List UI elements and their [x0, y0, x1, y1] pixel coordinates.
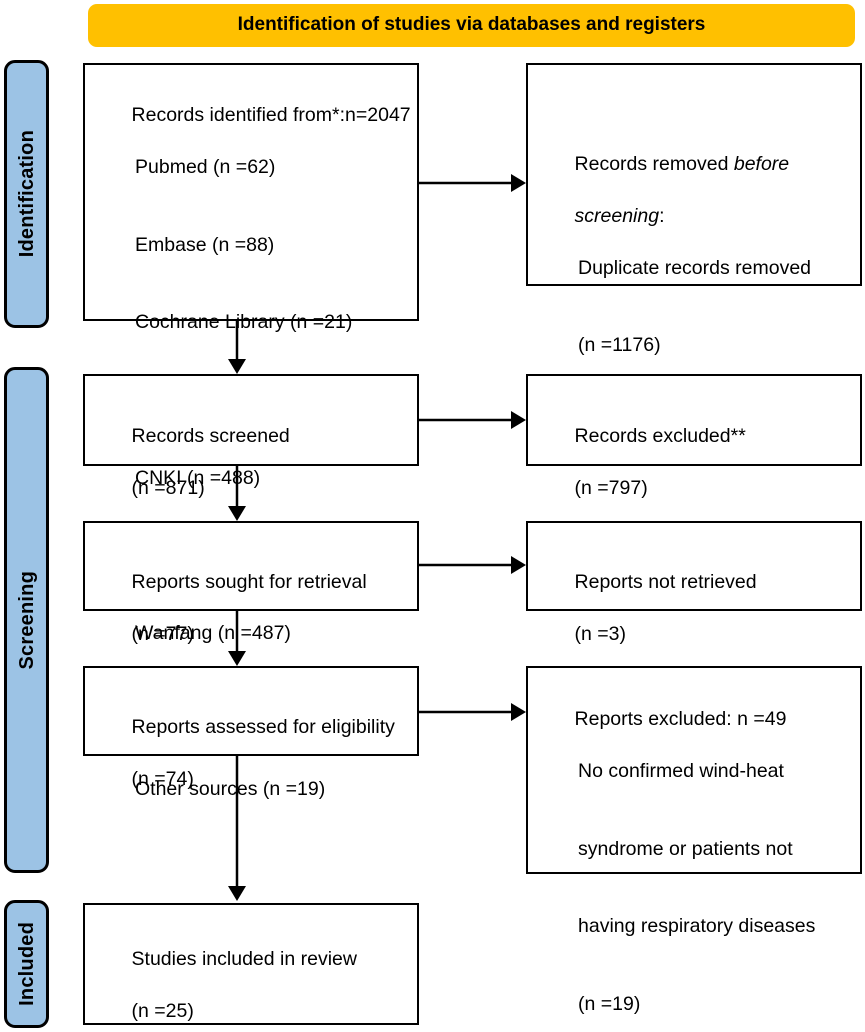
source-cnki: CNKI (n =488)	[135, 466, 261, 489]
records-removed-line1-normal: Records removed	[574, 152, 734, 175]
studies-included-label: Studies included in review	[131, 947, 357, 970]
box-records-screened: Records screened (n =871)	[83, 374, 419, 499]
records-removed-line1-italic: before	[733, 152, 790, 175]
box-records-screened-text: Records screened (n =871)	[99, 398, 417, 528]
box-records-excluded-text: Records excluded** (n =797)	[542, 398, 860, 528]
studies-included-count: (n =25)	[131, 999, 194, 1022]
header-banner: Identification of studies via databases …	[88, 4, 855, 47]
source-pubmed: Pubmed (n =62)	[135, 155, 276, 178]
source-other: Other sources (n =19)	[135, 777, 326, 800]
phase-label-identification: Identification	[15, 130, 38, 258]
box-reports-excluded-reasons: Reports excluded: n =49 No confirmed win…	[526, 666, 862, 1015]
records-screened-label: Records screened	[131, 424, 290, 447]
header-banner-title: Identification of studies via databases …	[237, 14, 706, 36]
source-wanfang: Wanfang (n =487)	[135, 622, 291, 645]
records-screened-count: (n =871)	[131, 476, 205, 499]
arrow-screened-to-sought	[224, 466, 250, 523]
records-excluded-count: (n =797)	[574, 476, 648, 499]
records-removed-line2-italic: screening	[574, 204, 660, 227]
phase-bar-included: Included	[4, 900, 49, 1028]
box-records-excluded: Records excluded** (n =797)	[526, 374, 862, 499]
box-reports-assessed-for-eligibility: Reports assessed for eligibility (n =74)	[83, 666, 419, 790]
records-identified-heading: Records identified from*:n=2047	[131, 103, 411, 126]
phase-label-screening: Screening	[15, 570, 38, 670]
phase-label-included: Included	[15, 922, 38, 1006]
reports-sought-label: Reports sought for retrieval	[131, 570, 367, 593]
records-excluded-label: Records excluded**	[574, 424, 746, 447]
reason-wind-heat-line1: No confirmed wind-heat	[578, 759, 784, 782]
duplicate-records-count: (n =1176)	[578, 334, 661, 357]
reports-not-retrieved-label: Reports not retrieved	[574, 570, 757, 593]
arrow-assessed-to-excluded	[419, 699, 529, 725]
box-reports-sought-for-retrieval: Reports sought for retrieval (n =77)	[83, 521, 419, 645]
box-reports-assessed-text: Reports assessed for eligibility (n =74)	[99, 689, 417, 819]
phase-bar-screening: Screening	[4, 367, 49, 873]
reason-wind-heat-count: (n =19)	[578, 993, 641, 1016]
box-reports-sought-text: Reports sought for retrieval (n =77)	[99, 544, 417, 674]
box-studies-included-text: Studies included in review (n =25) Repor…	[99, 921, 417, 1032]
arrow-screened-to-excluded	[419, 407, 529, 433]
box-reports-excluded-reasons-text: Reports excluded: n =49 No confirmed win…	[542, 681, 860, 1032]
reason-wind-heat-line3: having respiratory diseases	[578, 915, 816, 938]
reports-assessed-count: (n =74)	[131, 767, 194, 790]
arrow-identified-to-screened	[224, 321, 250, 376]
reports-sought-count: (n =77)	[131, 622, 194, 645]
box-records-removed-before-screening: Records removed before screening: Duplic…	[526, 63, 862, 356]
arrow-sought-to-assessed	[224, 611, 250, 668]
box-records-removed-text: Records removed before screening: Duplic…	[542, 126, 860, 411]
reports-assessed-label: Reports assessed for eligibility	[131, 715, 395, 738]
reports-excluded-heading: Reports excluded: n =49	[574, 707, 787, 730]
box-reports-not-retrieved: Reports not retrieved (n =3)	[526, 521, 862, 645]
arrow-sought-to-not-retrieved	[419, 552, 529, 578]
reports-not-retrieved-count: (n =3)	[574, 622, 626, 645]
reason-wind-heat-line2: syndrome or patients not	[578, 837, 793, 860]
arrow-assessed-to-included	[224, 756, 250, 903]
box-records-identified: Records identified from*:n=2047 Pubmed (…	[83, 63, 419, 800]
source-cochrane-library: Cochrane Library (n =21)	[135, 311, 353, 334]
records-removed-line2-normal: :	[659, 204, 665, 227]
source-embase: Embase (n =88)	[135, 233, 275, 256]
arrow-identified-to-removed	[419, 170, 529, 196]
box-studies-included: Studies included in review (n =25) Repor…	[83, 903, 419, 1025]
phase-bar-identification: Identification	[4, 60, 49, 328]
duplicate-records-removed: Duplicate records removed	[578, 256, 812, 279]
box-reports-not-retrieved-text: Reports not retrieved (n =3)	[542, 544, 860, 674]
